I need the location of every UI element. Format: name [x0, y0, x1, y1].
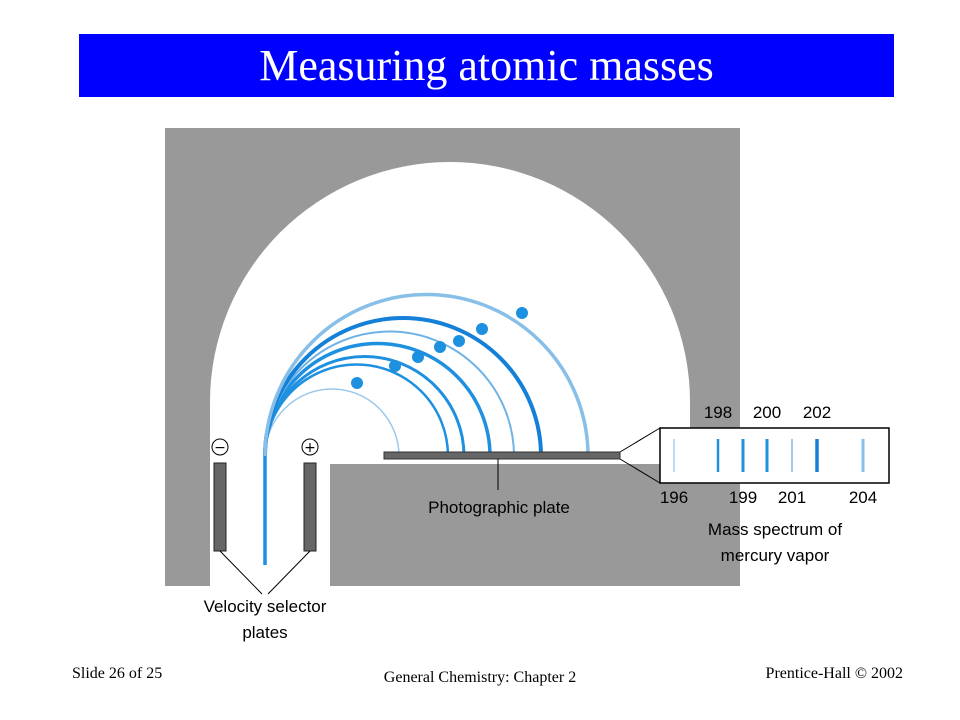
ion-beams — [263, 292, 590, 565]
spectrum-lines — [673, 439, 865, 472]
selector-leader-line — [219, 550, 263, 595]
copyright-notice: Prentice-Hall © 2002 — [765, 665, 903, 682]
ion-dot — [412, 351, 424, 363]
ion-dot — [389, 360, 401, 372]
ion-dots — [351, 307, 528, 389]
spectrum-mass-label-bottom: 196 — [660, 488, 688, 507]
course-title: General Chemistry: Chapter 2 — [383, 669, 577, 686]
ion-beam-200 — [263, 341, 492, 457]
spectrum-mass-label-bottom: 201 — [778, 488, 806, 507]
photographic-plate-label: Photographic plate — [428, 498, 570, 517]
spectrum-mass-label-top: 198 — [704, 403, 732, 422]
spectrum-callout-line — [619, 458, 661, 484]
ion-beam-202 — [263, 316, 543, 457]
chamber-housing — [165, 128, 740, 586]
selector-leader-line — [267, 550, 311, 595]
spectrum-mass-label-bottom: 199 — [729, 488, 757, 507]
plus-sign: + — [304, 440, 316, 456]
ion-dot — [453, 335, 465, 347]
velocity-selector-label: Velocity selector — [204, 597, 327, 616]
spectrum-mass-label-top: 200 — [753, 403, 781, 422]
ion-dot — [351, 377, 363, 389]
velocity-selector-plate-positive — [303, 462, 317, 552]
ion-dot — [476, 323, 488, 335]
photographic-plate — [383, 451, 621, 460]
velocity-selector-plate-negative — [213, 462, 227, 552]
spectrum-mass-label-bottom: 204 — [849, 488, 877, 507]
ion-beam-196 — [264, 388, 400, 457]
slide-number: Slide 26 of 25 — [72, 665, 163, 682]
ion-beam-204 — [263, 292, 590, 457]
title-bar: Measuring atomic masses — [79, 34, 894, 97]
ion-dot — [516, 307, 528, 319]
mass-spectrum-box — [659, 427, 890, 484]
ion-dot — [434, 341, 446, 353]
mass-spectrum-label: Mass spectrum of — [708, 520, 842, 539]
spectrum-callout-line — [619, 427, 661, 453]
mass-spectrum-label: mercury vapor — [721, 546, 830, 565]
page-title: Measuring atomic masses — [259, 40, 714, 90]
minus-sign: − — [214, 440, 226, 456]
minus-terminal-icon — [211, 438, 229, 456]
plus-terminal-icon — [301, 438, 319, 456]
velocity-selector-label: plates — [242, 623, 287, 642]
spectrum-mass-label-top: 202 — [803, 403, 831, 422]
